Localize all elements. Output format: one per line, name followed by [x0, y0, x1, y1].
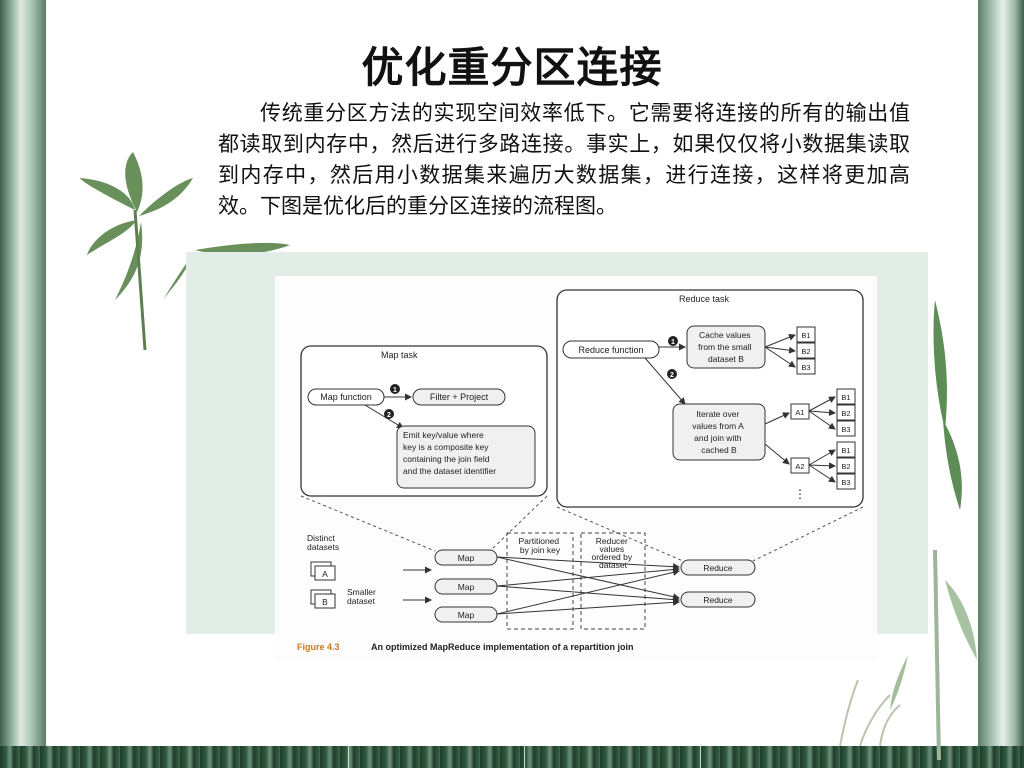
reduce-function-node [562, 340, 660, 359]
emit-keyvalue-node [396, 425, 536, 489]
reduce-step1-marker: 1 [671, 339, 675, 346]
svg-text:A2: A2 [795, 462, 804, 471]
map-node-3: Map [434, 606, 498, 623]
figure-diagram: Map task Map function 1 Filter + Project… [275, 276, 877, 660]
cache-values-text: Cache values from the small dataset B [698, 330, 754, 364]
a1-join-group: A1 B1 B2 B3 [764, 388, 856, 437]
map-task-title: Map task [381, 350, 418, 360]
svg-text:Map: Map [458, 610, 475, 620]
map-node-2: Map [434, 578, 498, 595]
reduce-function-label: Reduce function [578, 345, 643, 355]
svg-text:B3: B3 [801, 363, 810, 372]
svg-text:A: A [322, 569, 328, 579]
reduce-node-2: Reduce [680, 591, 756, 608]
iterate-text: Iterate over values from A and join with… [692, 409, 745, 455]
svg-text:B1: B1 [801, 331, 810, 340]
body-paragraph: 传统重分区方法的实现空间效率低下。它需要将连接的所有的输出值都读取到内存中，然后… [218, 101, 910, 218]
emit-keyvalue-text: Emit key/value where key is a composite … [403, 430, 496, 476]
figure-caption-label: Figure 4.3 [297, 642, 340, 652]
svg-text:Reduce: Reduce [703, 563, 733, 573]
background-left-border [0, 0, 46, 768]
svg-text:Map: Map [458, 553, 475, 563]
dataset-b-icon: B [310, 589, 336, 609]
more-ellipsis: ⋮ [794, 487, 806, 501]
partitioned-label: Partitioned by join key [518, 536, 561, 555]
map-step1-marker: 1 [393, 387, 397, 394]
bamboo-grass-bottom-decoration [839, 655, 908, 746]
reducer-values-box [580, 532, 646, 630]
reduce-step2-marker: 2 [670, 372, 674, 379]
a2-join-group: A2 B1 B2 B3 [764, 441, 856, 490]
reducer-values-label: Reducer values ordered by dataset [591, 536, 634, 570]
background-bottom-strip [0, 746, 1024, 768]
svg-text:B1: B1 [841, 446, 850, 455]
bamboo-stalk-right-decoration [933, 300, 977, 760]
repartition-join-diagram: Map task Map function 1 Filter + Project… [297, 289, 864, 652]
reduce-task-panel [556, 289, 864, 508]
svg-text:A1: A1 [795, 408, 804, 417]
iterate-node [672, 403, 766, 461]
reduce-node-1: Reduce [680, 559, 756, 576]
distinct-datasets-label: Distinct datasets [307, 533, 339, 552]
svg-text:B3: B3 [841, 425, 850, 434]
shuffle-arrows [496, 556, 680, 615]
partitioned-by-join-key-box [506, 532, 574, 630]
svg-text:B3: B3 [841, 478, 850, 487]
svg-text:B2: B2 [801, 347, 810, 356]
smaller-dataset-label: Smaller dataset [347, 587, 378, 606]
map-function-label: Map function [320, 392, 372, 402]
map-node-1: Map [434, 549, 498, 566]
filter-project-label: Filter + Project [430, 392, 489, 402]
svg-text:Map: Map [458, 582, 475, 592]
map-step2-marker: 2 [387, 412, 391, 419]
background-right-border [978, 0, 1024, 768]
cache-b-boxes: B1 B2 B3 [764, 326, 816, 375]
filter-project-node [412, 388, 506, 406]
dataset-a-icon: A [310, 561, 336, 581]
bottom-dividers [0, 746, 1024, 768]
page-title: 优化重分区连接 [361, 43, 663, 92]
figure-caption-text: An optimized MapReduce implementation of… [371, 642, 634, 652]
svg-text:B2: B2 [841, 409, 850, 418]
svg-text:B2: B2 [841, 462, 850, 471]
svg-text:B: B [322, 597, 328, 607]
svg-text:B1: B1 [841, 393, 850, 402]
zoom-connector-lines [300, 495, 864, 562]
svg-text:Reduce: Reduce [703, 595, 733, 605]
reduce-task-title: Reduce task [679, 294, 730, 304]
